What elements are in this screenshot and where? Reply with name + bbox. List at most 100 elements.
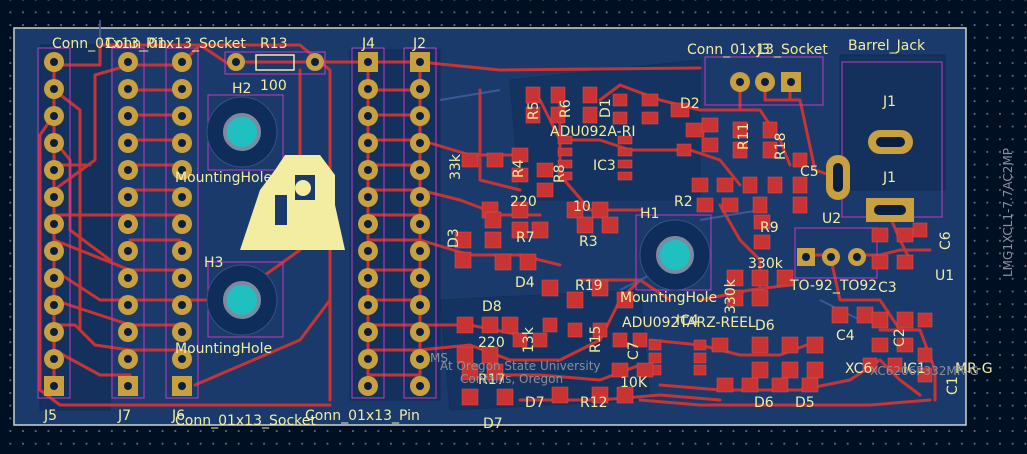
smd-pad [511, 221, 529, 239]
logo-bitmap-icon [240, 155, 345, 250]
smd-pad [781, 361, 799, 379]
mounting-hole-icon[interactable] [206, 96, 711, 336]
label-r8: R8 [552, 164, 568, 183]
label-h2: H2 [232, 81, 251, 97]
pin-drill [364, 220, 372, 228]
label-ic1: IC1 [903, 361, 926, 377]
back-silkscreen: At Oregon State University Corvallis, Or… [430, 148, 1015, 386]
smd-pad [856, 306, 874, 324]
pin-drill [124, 85, 132, 93]
smd-pad [917, 367, 933, 383]
label-d1: D1 [598, 98, 614, 118]
pin-drill [178, 193, 186, 201]
smd-pad [862, 357, 878, 373]
label-mh1: MountingHole [620, 290, 717, 306]
pin-drill [178, 382, 186, 390]
smd-pad [711, 337, 729, 353]
smd-pad [676, 143, 692, 157]
smd-pad [557, 135, 573, 145]
smd-pad [582, 86, 598, 104]
smd-pad [531, 221, 549, 239]
r13-pads [227, 53, 324, 71]
pin-drill [416, 85, 424, 93]
smd-pad [501, 316, 519, 334]
label-mr: MR-G [955, 361, 993, 377]
label-330k: 330k [748, 256, 784, 272]
smd-pad [576, 216, 594, 234]
smd-pad [486, 152, 504, 168]
smd-pad [454, 251, 472, 269]
smd-pad [494, 253, 512, 271]
label-330k-b: 330k [723, 278, 739, 314]
smd-pad [732, 141, 748, 159]
pin-drill [364, 85, 372, 93]
smd-pad [685, 122, 705, 138]
pin-drill [364, 382, 372, 390]
smd-pad [696, 197, 714, 213]
label-j6: J6 [171, 408, 185, 424]
barrel-jack-icon[interactable] [826, 130, 914, 222]
label-220-b: 220 [478, 335, 505, 351]
smd-pad [792, 152, 808, 168]
pin-drill [178, 85, 186, 93]
pin-drill [124, 220, 132, 228]
smd-pad [536, 162, 554, 178]
smd-pad [912, 222, 928, 238]
label-conn-j3: Conn_01x13_Socket [687, 42, 828, 58]
smd-pad [896, 311, 914, 329]
smd-pad [701, 117, 719, 133]
label-conn-j6: Conn_01x13_Socket [175, 413, 316, 429]
smd-pad [511, 167, 529, 183]
label-h3: H3 [204, 255, 223, 271]
pin-drill [50, 58, 58, 66]
pin-drill [364, 301, 372, 309]
smd-pad [767, 176, 783, 194]
connector-pins [44, 52, 430, 396]
smd-pad [461, 363, 479, 381]
label-d8: D8 [482, 299, 502, 315]
smd-pad [716, 177, 734, 193]
pin-drill [50, 85, 58, 93]
smd-pad [776, 269, 794, 287]
smd-pad [741, 377, 759, 393]
pin-drill [124, 301, 132, 309]
pin-drill [364, 166, 372, 174]
pin-drill [416, 328, 424, 336]
smd-pad [536, 182, 554, 198]
label-10: 10 [573, 199, 591, 215]
pin-drill [178, 139, 186, 147]
label-j1-b: J1 [882, 170, 896, 186]
label-u2: U2 [822, 211, 841, 227]
smd-pad [762, 121, 778, 139]
label-r17: R17 [478, 372, 506, 388]
label-d4: D4 [515, 275, 535, 291]
label-ic4: IC4 [676, 313, 699, 329]
label-ic3: IC3 [593, 158, 616, 174]
back-right-text-2: LMG1XCL1-7.7AC2MP [1001, 148, 1015, 277]
label-adu-top: ADU092A-RI [550, 124, 636, 140]
smd-pad [917, 347, 933, 363]
pin-drill [124, 193, 132, 201]
smd-pad [512, 332, 528, 348]
smd-pad [496, 388, 514, 406]
smd-pad [612, 332, 628, 348]
label-c7: C7 [626, 341, 642, 360]
smd-pad [484, 211, 502, 229]
smd-pad [616, 386, 634, 404]
smd-pad [721, 197, 739, 213]
label-d6-b: D6 [754, 395, 774, 411]
smd-pad [753, 234, 771, 250]
smd-pad [831, 306, 849, 324]
label-d7-a: D7 [525, 395, 545, 411]
pin-drill [124, 355, 132, 363]
smd-pad [641, 111, 659, 125]
pin-drill [50, 139, 58, 147]
smd-pad [611, 362, 629, 378]
pin-drill [416, 139, 424, 147]
label-10k: 10K [620, 375, 648, 391]
smd-pad [461, 388, 479, 406]
pin-drill [50, 112, 58, 120]
label-r4: R4 [511, 159, 527, 178]
